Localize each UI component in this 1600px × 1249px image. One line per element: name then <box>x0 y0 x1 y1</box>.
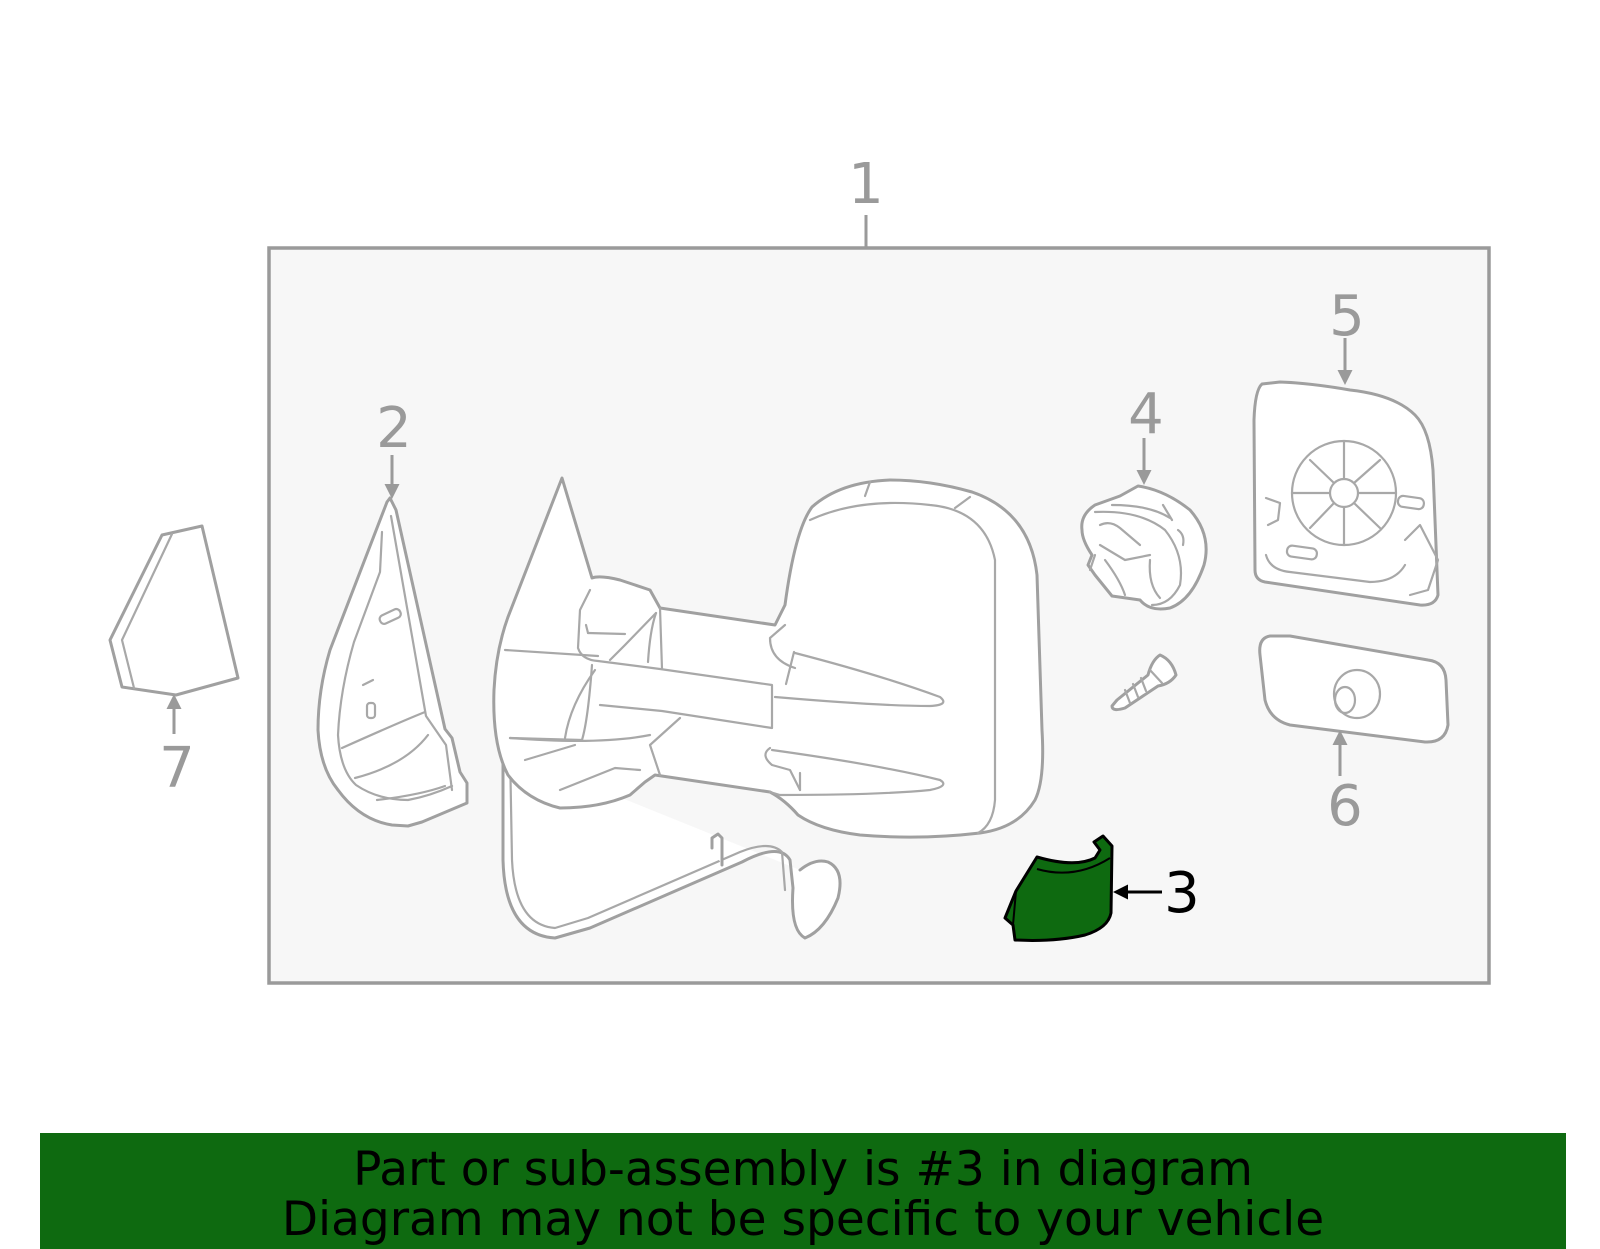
part-1-mirror-housing[interactable] <box>492 476 1045 940</box>
callout-5[interactable]: 5 <box>1329 284 1365 349</box>
callout-2[interactable]: 2 <box>376 396 412 461</box>
part-7-glass[interactable] <box>108 524 240 697</box>
part-info-banner: Part or sub-assembly is #3 in diagram Di… <box>40 1133 1566 1249</box>
screw[interactable] <box>1110 653 1178 712</box>
part-2-cover[interactable] <box>316 496 469 828</box>
callout-4[interactable]: 4 <box>1128 382 1164 447</box>
part-5-backing-plate[interactable] <box>1252 380 1440 607</box>
part-3-highlighted[interactable] <box>1003 834 1114 942</box>
banner-line-2: Diagram may not be specific to your vehi… <box>281 1192 1325 1247</box>
callout-1[interactable]: 1 <box>848 152 884 217</box>
callout-6[interactable]: 6 <box>1327 774 1363 839</box>
part-6-signal-lamp[interactable] <box>1258 634 1450 744</box>
callout-3[interactable]: 3 <box>1164 861 1200 926</box>
banner-line-1: Part or sub-assembly is #3 in diagram <box>353 1142 1253 1197</box>
part-4-motor[interactable] <box>1080 484 1208 611</box>
callout-7[interactable]: 7 <box>159 736 195 801</box>
